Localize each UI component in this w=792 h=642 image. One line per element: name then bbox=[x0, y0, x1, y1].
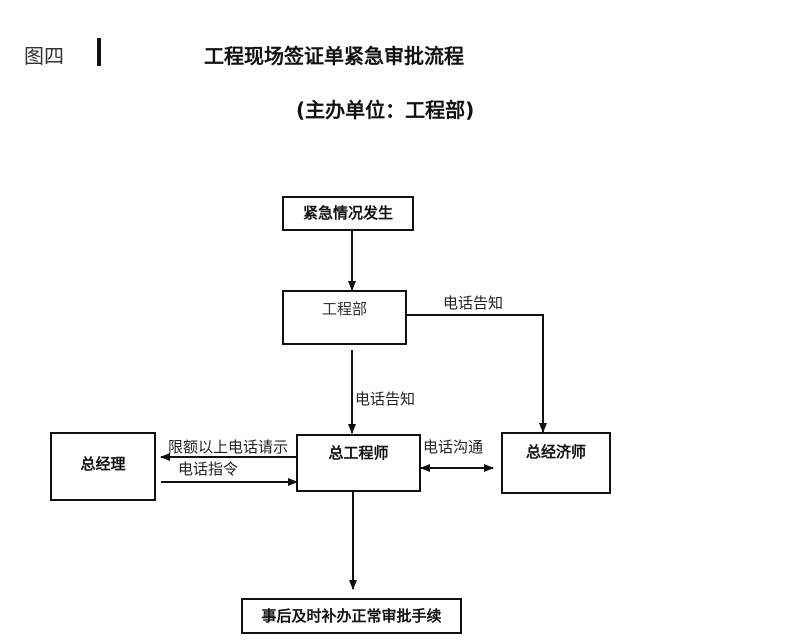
edge-label-engineer-to-economist: 电话沟通 bbox=[423, 438, 484, 456]
node-chief-engineer: 总工程师 bbox=[296, 434, 421, 492]
arrow-dept-to-economist bbox=[406, 314, 547, 433]
node-engineering-dept: 工程部 bbox=[282, 290, 407, 345]
edge-label-engineer-to-manager: 限额以上电话请示 bbox=[168, 438, 289, 456]
title-divider bbox=[97, 38, 101, 66]
node-general-manager: 总经理 bbox=[50, 432, 156, 501]
page-subtitle: (主办单位：工程部) bbox=[296, 98, 475, 122]
figure-label: 图四 bbox=[24, 44, 64, 68]
edge-label-dept-to-economist: 电话告知 bbox=[443, 294, 504, 312]
edge-label-manager-to-engineer: 电话指令 bbox=[178, 460, 239, 478]
node-chief-economist: 总经济师 bbox=[501, 432, 611, 494]
node-emergency: 紧急情况发生 bbox=[282, 196, 414, 231]
page-title: 工程现场签证单紧急审批流程 bbox=[204, 44, 464, 68]
edge-label-dept-to-engineer: 电话告知 bbox=[355, 390, 416, 408]
node-followup: 事后及时补办正常审批手续 bbox=[241, 598, 462, 634]
